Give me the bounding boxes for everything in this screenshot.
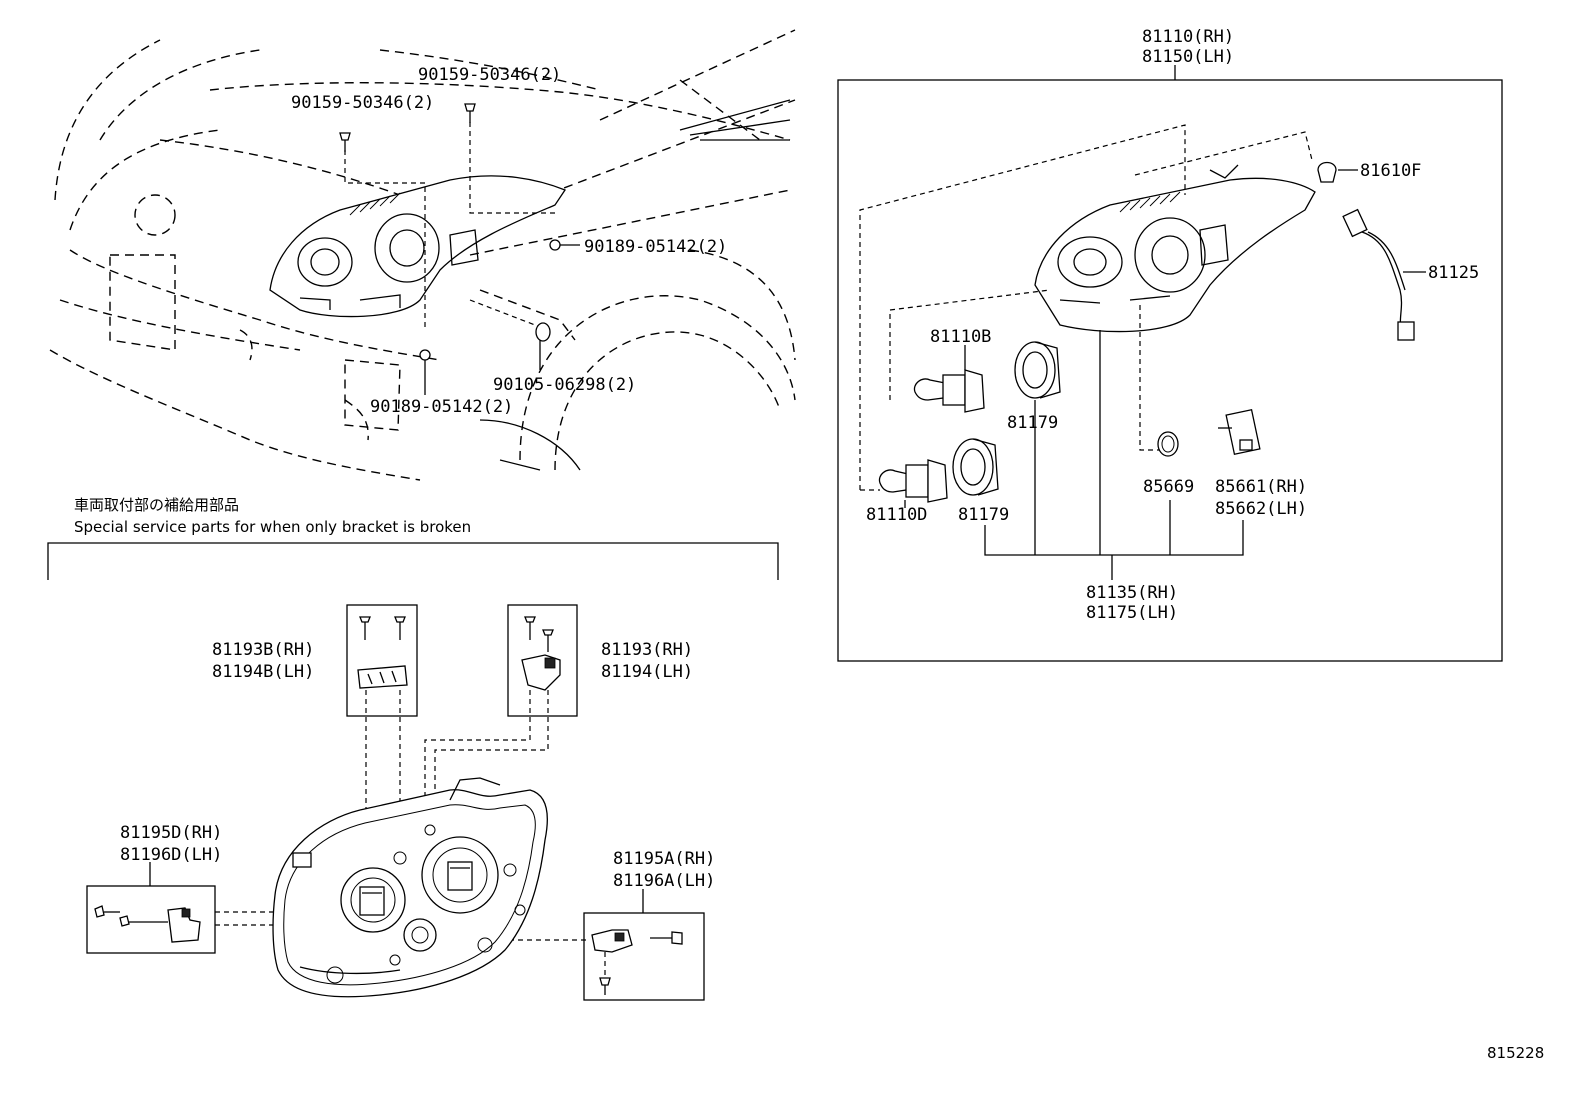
bolt-icon (549, 239, 561, 251)
clip-icon (535, 322, 551, 342)
label-assy-rh: 81110(RH) (1142, 27, 1234, 47)
label-bolt-b: 90189-05142(2) (370, 397, 513, 417)
label-br-93b-rh: 81193B(RH) (212, 640, 314, 660)
label-br-95d-rh: 81195D(RH) (120, 823, 222, 843)
label-bulb-f: 81610F (1360, 161, 1421, 181)
label-clip: 90105-06298(2) (493, 375, 636, 395)
label-br-94-lh: 81194(LH) (601, 662, 693, 682)
label-cover-bottom: 81179 (958, 505, 1009, 525)
bolt-icon (419, 349, 431, 361)
label-sub-rh: 81135(RH) (1086, 583, 1178, 603)
label-bolt-a: 90189-05142(2) (584, 237, 727, 257)
headlamp-rear-view (272, 777, 548, 998)
box-81195d (86, 885, 216, 954)
screw-icon (464, 103, 476, 123)
label-cover-top: 81179 (1007, 413, 1058, 433)
bracket-81193b-icon (357, 616, 408, 689)
note-japanese: 車両取付部の補給用部品 (74, 496, 239, 514)
note-bracket (47, 542, 779, 580)
label-br-96d-lh: 81196D(LH) (120, 845, 222, 865)
reference-number: 815228 (1487, 1044, 1544, 1062)
box-81193b (346, 604, 418, 717)
bulb-81110d-icon (878, 459, 948, 503)
label-motor-lh: 85662(LH) (1215, 499, 1307, 519)
label-assy-lh: 81150(LH) (1142, 47, 1234, 67)
label-screw-a: 90159-50346(2) (291, 93, 434, 113)
bulb-81110b-icon (913, 369, 985, 413)
bracket-81195d-icon (94, 905, 201, 943)
ring-icon (1157, 431, 1179, 457)
label-screw-b: 90159-50346(2) (418, 65, 561, 85)
bracket-81193-icon (521, 616, 561, 691)
label-bulb-d: 81110D (866, 505, 927, 525)
screw-icon (339, 132, 351, 152)
headlamp-assembly (1034, 164, 1316, 333)
label-br-93-rh: 81193(RH) (601, 640, 693, 660)
label-ring: 85669 (1143, 477, 1194, 497)
car-front-drawing (49, 29, 796, 481)
label-br-95a-rh: 81195A(RH) (613, 849, 715, 869)
label-sub-lh: 81175(LH) (1086, 603, 1178, 623)
note-english: Special service parts for when only brac… (74, 518, 471, 536)
cover-bottom-icon (952, 438, 999, 496)
leveling-motor-icon (1218, 408, 1261, 456)
bracket-81195a-icon (591, 929, 683, 995)
assembly-box (837, 79, 1503, 662)
wire-81125-icon (1342, 208, 1415, 341)
label-br-94b-lh: 81194B(LH) (212, 662, 314, 682)
label-motor-rh: 85661(RH) (1215, 477, 1307, 497)
box-81195a (583, 912, 705, 1001)
label-br-96a-lh: 81196A(LH) (613, 871, 715, 891)
box-81193 (507, 604, 578, 717)
bulb-81610f-icon (1317, 161, 1337, 183)
cover-top-icon (1014, 341, 1061, 399)
car-fasteners (339, 103, 580, 395)
label-wire: 81125 (1428, 263, 1479, 283)
label-bulb-b: 81110B (930, 327, 991, 347)
